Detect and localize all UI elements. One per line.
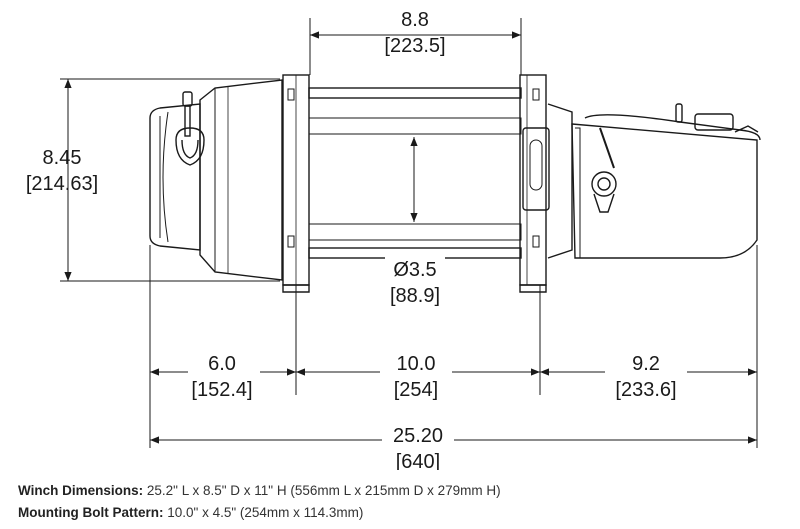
mounting-bolt-spec: Mounting Bolt Pattern: 10.0" x 4.5" (254… xyxy=(18,502,501,524)
drum-length-in: 8.8 xyxy=(401,9,429,31)
gear-housing xyxy=(571,103,761,259)
spec-list: Winch Dimensions: 25.2" L x 8.5" D x 11"… xyxy=(18,480,501,524)
spec-value: 10.0" x 4.5" (254mm x 114.3mm) xyxy=(167,505,364,520)
motor-length-in: 6.0 xyxy=(208,353,236,375)
bolt-spacing-in: 10.0 xyxy=(397,353,436,375)
clutch-knob xyxy=(591,127,617,213)
spec-value: 25.2" L x 8.5" D x 11" H (556mm L x 215m… xyxy=(146,483,501,498)
gear-housing-mm: [233.6] xyxy=(615,379,676,401)
motor-endcap xyxy=(149,103,201,251)
gear-housing-in: 9.2 xyxy=(632,353,660,375)
height-in: 8.45 xyxy=(43,147,82,169)
left-drum-flange xyxy=(282,74,310,286)
motor-length-mm: [152.4] xyxy=(191,379,252,401)
motor-lever xyxy=(175,91,205,166)
drum-diameter-in: Ø3.5 xyxy=(393,259,436,281)
cable-drum xyxy=(308,87,522,259)
drum-length-mm: [223.5] xyxy=(384,35,445,57)
winch-dimension-drawing: 8.8 [223.5] 8.45 [214.63] Ø3.5 [88.9] 6.… xyxy=(26,9,761,470)
clutch-plate xyxy=(522,103,573,259)
spec-label: Winch Dimensions: xyxy=(18,483,144,498)
motor-housing xyxy=(199,79,283,281)
drum-diameter-mm: [88.9] xyxy=(390,285,440,307)
winch-dimensions-spec: Winch Dimensions: 25.2" L x 8.5" D x 11"… xyxy=(18,480,501,502)
winch-illustration xyxy=(149,74,761,293)
overall-length-in: 25.20 xyxy=(393,425,443,447)
overall-length-mm: [640] xyxy=(396,451,440,470)
mounting-feet xyxy=(282,284,547,293)
height-mm: [214.63] xyxy=(26,173,98,195)
spec-label: Mounting Bolt Pattern: xyxy=(18,505,164,520)
bolt-spacing-mm: [254] xyxy=(394,379,438,401)
